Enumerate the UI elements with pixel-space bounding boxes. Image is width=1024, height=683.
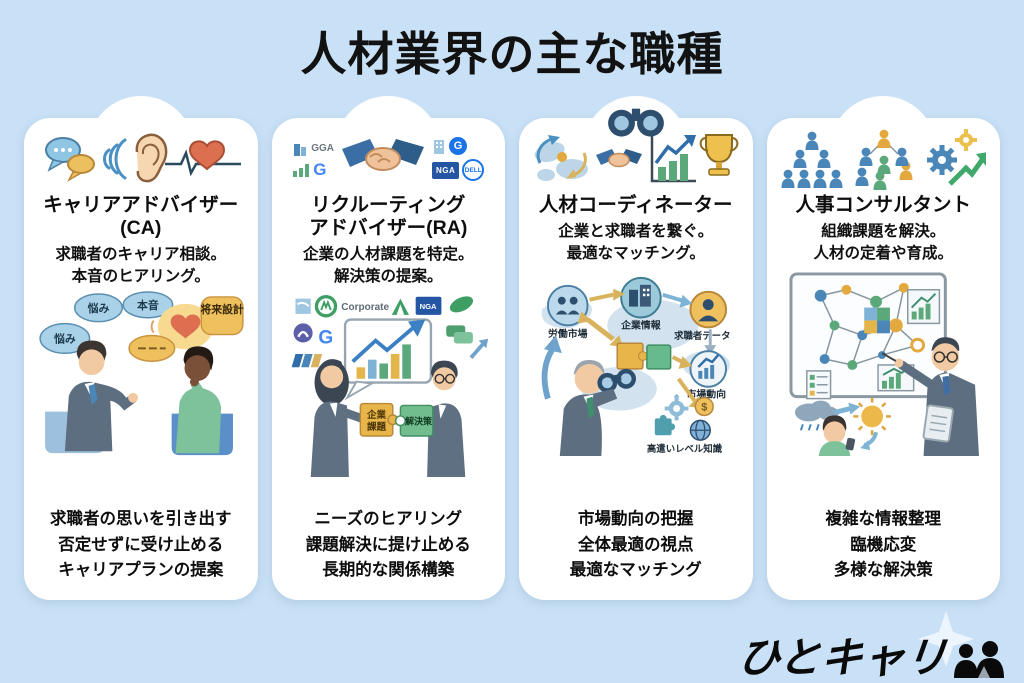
svg-text:将来設計: 将来設計 [200,302,244,316]
handshake-icon [342,139,424,171]
hr-coordinator-points: 市場動向の把握 全体最適の視点 最適なマッチング [569,510,702,580]
card-career-advisor: キャリアアドバイザー (CA) 求職者のキャリア相談。 本音のヒアリング。 悩み… [24,96,258,600]
nga-logo: NGA [432,161,460,179]
svg-text:$: $ [701,402,707,414]
recruiting-advisor-icons: GGA G G NGA DELL [280,126,498,192]
brand-text: ひとキャリ [735,634,950,681]
hr-consultant-icons [775,126,993,192]
gears-growth-icon [927,129,987,186]
svg-text:解決策: 解決策 [405,416,433,427]
bar-chart-icon [293,163,310,177]
hr-coordinator-description: 企業と求職者を繋ぐ。 最適なマッチング。 [558,223,714,262]
card-hr-consultant: 人事コンサルタント 組織課題を解決。 人材の定着や育成。 [766,96,1000,600]
g-circle-logo: G [449,137,467,155]
svg-text:求職者データ: 求職者データ [674,331,730,342]
ear-icon [135,133,168,183]
career-advisor-title: キャリアアドバイザー (CA) [43,194,239,239]
company-logos-right: G NGA DELL [432,137,485,181]
svg-text:労働市場: 労働市場 [548,328,588,341]
card-recruiting-advisor: GGA G G NGA DELL [271,96,505,600]
chat-ear-heart-icons [44,133,241,183]
gga-logo: GGA [311,143,334,154]
brand-logo: ひとキャリ [735,611,1004,681]
chat-bubbles-icon [44,137,95,182]
recruiting-advisor-points: ニーズのヒアリング 課題解決に提け止める 長期的な関係構築 [305,510,471,580]
svg-text:G: G [319,328,334,349]
hr-consultant-illustration [775,268,993,457]
corporate-logo: Corporate [342,302,390,313]
sparkle-icon [918,611,974,667]
recruiting-advisor-title: リクルーティング アドバイザー(RA) [309,194,468,239]
two-people-icon [954,641,1004,678]
career-advisor-points: 求職者の思いを引き出す 否定せずに受け止める キャリアプランの提案 [50,510,232,580]
growth-chart-icon [650,135,696,183]
hr-consultant-points: 複雑な情報整理 臨機応変 多様な解決策 [825,510,942,580]
cards-row: キャリアアドバイザー (CA) 求職者のキャリア相談。 本音のヒアリング。 悩み… [24,96,1000,600]
dell-logo: DELL [462,159,485,181]
svg-text:企業: 企業 [366,409,387,421]
hr-coordinator-icons [527,126,745,192]
svg-text:高遣いレベル知識: 高遣いレベル知識 [647,443,723,454]
svg-text:課題: 課題 [367,422,387,434]
org-pyramid-icon [781,131,843,188]
svg-text:悩み: 悩み [86,301,109,315]
career-advisor-icons [32,126,250,192]
building-icon [294,143,307,156]
hr-coordinator-title: 人材コーディネーター [538,194,733,216]
svg-text:本音: 本音 [137,298,159,312]
binoculars-icon [607,108,664,137]
team-network-icon [855,129,913,190]
hr-consultant-title: 人事コンサルタント [795,194,971,216]
google-g-logo: G [313,159,327,179]
svg-text:企業情報: 企業情報 [620,319,661,332]
recruiting-advisor-illustration: Corporate NGA G [280,291,498,478]
svg-text:NGA: NGA [420,302,437,311]
recruiting-advisor-description: 企業の人材課題を特定。 解決策の提案。 [302,246,474,285]
handshake-icon [595,149,642,168]
company-logos-left: GGA G [292,141,334,178]
career-advisor-description: 求職者のキャリア相談。 本音のヒアリング。 [55,246,226,285]
hr-consultant-description: 組織課題を解決。 人材の定着や育成。 [813,223,953,262]
sound-waves-icon [102,138,127,180]
world-map-icon [534,135,588,181]
heart-pulse-icon [164,140,241,177]
card-hr-coordinator: 人材コーディネーター 企業と求職者を繋ぐ。 最適なマッチング。 労働市場 [519,96,753,600]
hr-coordinator-illustration: 労働市場 企業情報 求職者データ [527,268,745,457]
page-title: 人材業界の主な職種 [300,28,724,80]
svg-text:市場動向: 市場動向 [686,388,726,401]
career-advisor-illustration: 悩み 悩み 本音 将来設計 [32,291,250,469]
svg-text:悩み: 悩み [53,332,76,346]
trophy-icon [699,134,739,176]
building-icon [434,140,444,154]
